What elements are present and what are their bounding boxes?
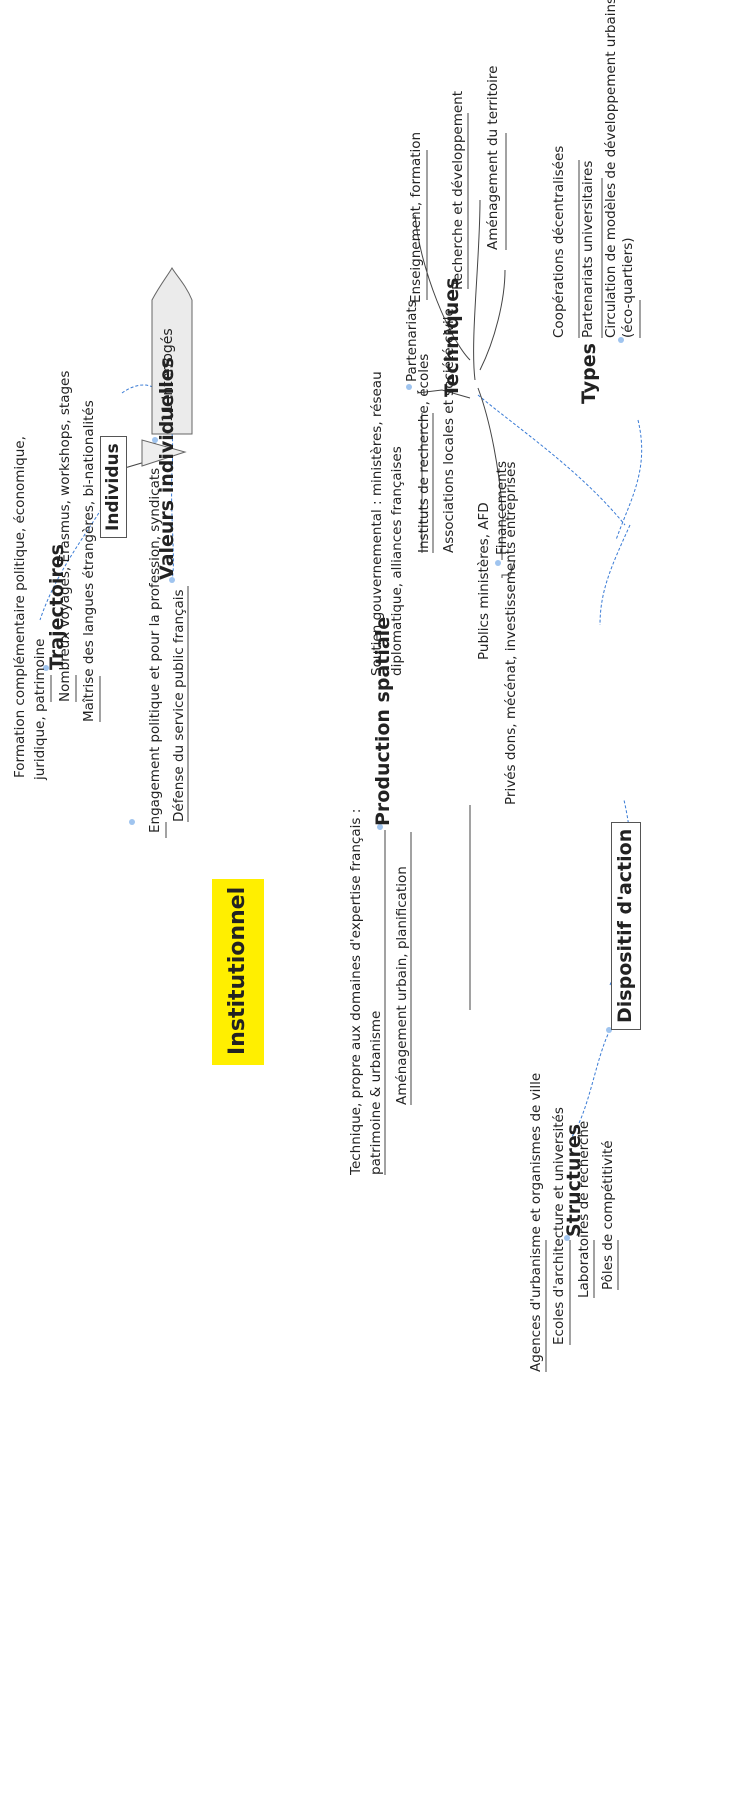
- central-topic: Institutionnel: [225, 886, 250, 1055]
- trajectoires-item: Formation complémentaire politique, écon…: [12, 436, 28, 778]
- structures-underlines: [545, 1240, 619, 1372]
- link-techniques-types: [477, 394, 626, 526]
- connector-dot: [129, 819, 135, 825]
- connector-dot: [169, 577, 175, 583]
- production-item: Aménagement urbain, planification: [394, 866, 410, 1105]
- partenariats-item: Instituts de recherche, écoles: [416, 353, 432, 553]
- connector-dot: [377, 824, 383, 830]
- trajectoires-underlines: [50, 675, 101, 722]
- techniques-node: Techniques: [441, 277, 463, 397]
- trajectoires-item: juridique, patrimoine: [32, 638, 48, 780]
- types-item: (éco-quartiers): [620, 237, 636, 338]
- line-techniques-enseignement: [414, 214, 471, 361]
- link-types-upper: [615, 419, 643, 541]
- structures-item: Laboratoires de recherche: [576, 1120, 592, 1298]
- types-underlines: [578, 160, 641, 338]
- line-techniques-partenariats: [416, 389, 471, 399]
- partenariats-item: Soutien gouvernemental : ministères, rés…: [369, 371, 385, 676]
- link-types-dispositif: [599, 524, 631, 626]
- financements-item: Privés dons, mécénat, investissements en…: [503, 461, 519, 805]
- connector-dot: [495, 560, 501, 566]
- valeurs-underlines: [165, 586, 189, 838]
- techniques-item: Aménagement du territoire: [485, 65, 501, 251]
- dispositif-node: Dispositif d'action: [611, 821, 641, 1030]
- production-item: patrimoine & urbanisme: [368, 1010, 384, 1175]
- summary-triangle: [141, 439, 187, 467]
- valeurs-item: Défense du service public français: [171, 589, 187, 822]
- connector-dot: [606, 1027, 612, 1033]
- techniques-item: Enseignement, formation: [408, 131, 424, 303]
- types-node: Types: [578, 343, 600, 404]
- financements-item: Publics ministères, AFD: [476, 502, 492, 660]
- central-topic-highlight: [212, 879, 264, 1065]
- structures-item: Ecoles d'architecture et universités: [551, 1107, 567, 1345]
- connector-dot: [152, 437, 158, 443]
- types-item: Coopérations décentralisées: [551, 145, 567, 338]
- individus-node: Individus: [100, 436, 128, 538]
- line-techniques-amenagement: [479, 269, 506, 371]
- partenariats-item: diplomatique, alliances françaises: [389, 446, 405, 676]
- connector-dot: [43, 665, 49, 671]
- trajectoires-item: Maîtrise des langues étrangères, bi-nati…: [81, 400, 97, 722]
- production-underlines: [384, 830, 412, 1175]
- types-item: Partenariats universitaires: [580, 160, 596, 338]
- techniques-underlines: [426, 113, 507, 300]
- structures-item: Pôles de compétitivité: [600, 1140, 616, 1290]
- interroges-shape: [151, 266, 193, 435]
- production-item: Technique, propre aux domaines d'experti…: [348, 808, 364, 1175]
- link-dispositif-structures: [569, 1029, 611, 1141]
- types-item: Circulation de modèles de développement …: [603, 0, 619, 338]
- valeurs-item: Engagement politique et pour la professi…: [147, 467, 163, 833]
- techniques-item: Recherche et développement: [450, 90, 466, 290]
- structures-item: Agences d'urbanisme et organismes de vil…: [528, 1072, 544, 1372]
- line-financements-bracket: [501, 559, 516, 578]
- line-techniques-recherche: [473, 199, 481, 381]
- line-techniques-financements: [477, 387, 504, 521]
- connector-dot: [406, 384, 412, 390]
- trajectoires-item: Nombreux voyages, Erasmus, workshops, st…: [57, 370, 73, 702]
- connector-dot: [564, 1235, 570, 1241]
- connector-dot: [618, 337, 624, 343]
- link-individus-valeurs: [121, 384, 174, 581]
